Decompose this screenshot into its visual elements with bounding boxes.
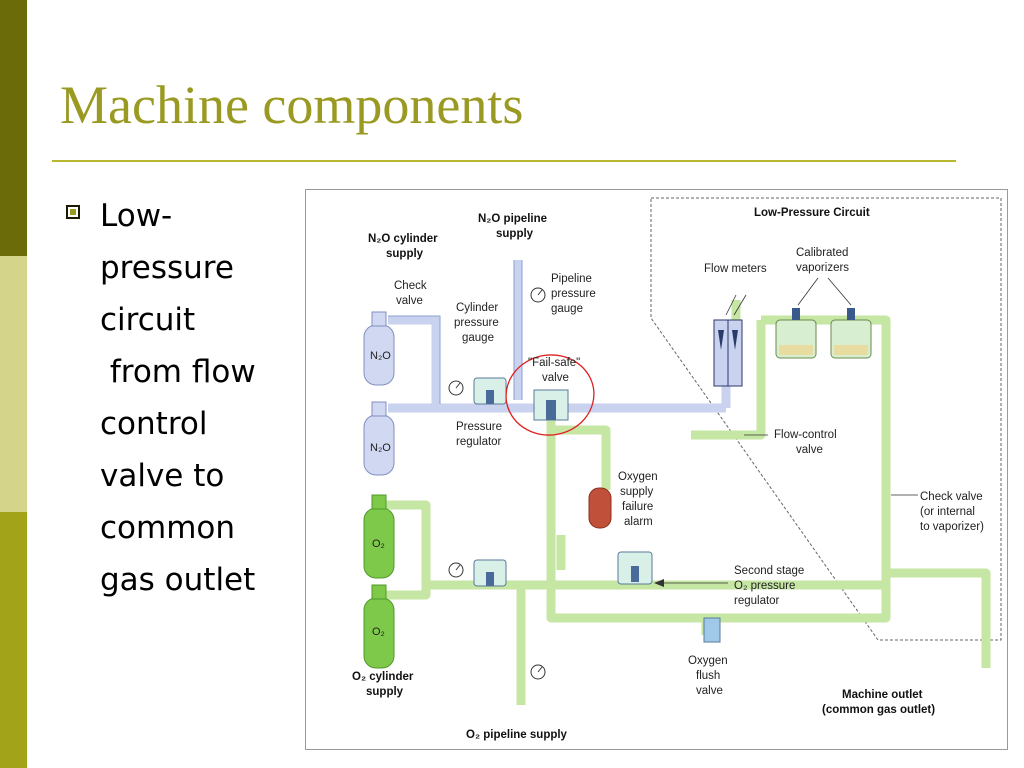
cylinder-label-n2o: N₂O [370,350,391,362]
oxygen-failure-alarm-icon [588,487,612,529]
pipeline-pressure-gauge-icon [530,287,546,303]
regulator-arrow-icon [654,579,664,587]
label-check-valve-vaporizer: Check valve [920,491,983,503]
bullet-line: from flow [100,354,256,390]
bullet-line: control [100,406,208,442]
label-cylinder-pressure-gauge: gauge [462,332,494,344]
n2o-cylinder-top [363,311,395,386]
label-oxygen-supply-failure-alarm: failure [622,501,653,513]
bullet-line: Low- [100,198,173,234]
bullet-line: common [100,510,236,546]
o2-cylinder-pressure-gauge-icon [448,562,464,578]
flow-meters-icon [713,319,743,387]
label-check-valve: valve [396,295,423,307]
label-oxygen-supply-failure-alarm: supply [620,486,653,498]
label-pipeline-pressure-gauge: Pipeline [551,273,592,285]
label-fail-safe-valve: "Fail-safe" [528,357,580,369]
slide-title: Machine components [60,75,524,135]
bullet-text: Low- pressure circuit from flow control … [100,190,300,606]
label-calibrated-vaporizers: vaporizers [796,262,849,274]
o2-cylinder-top [363,494,395,579]
label-flow-control-valve: valve [796,444,823,456]
label-pressure-regulator: Pressure [456,421,502,433]
label-oxygen-supply-failure-alarm: Oxygen [618,471,658,483]
label-o2-cylinder-supply: O₂ cylinder [352,671,414,683]
label-n2o-pipeline-supply: N₂O pipeline [478,213,547,225]
annotation-circle [505,354,595,436]
label-flow-control-valve: Flow-control [774,429,837,441]
cylinder-label-o2: O₂ [372,538,385,550]
n2o-pressure-regulator-icon [473,377,507,405]
low-pressure-circuit-boundary [650,197,1002,641]
label-machine-outlet: Machine outlet [842,689,923,701]
bullet-line: circuit [100,302,196,338]
o2-pipeline-pressure-gauge-icon [530,664,546,680]
label-oxygen-flush-valve: Oxygen [688,655,728,667]
label-pipeline-pressure-gauge: pressure [551,288,596,300]
sidebar-stripe [0,0,27,768]
label-low-pressure-circuit: Low-Pressure Circuit [754,207,870,219]
sidebar-segment-middle [0,256,27,512]
oxygen-flush-valve-icon [703,617,721,643]
cylinder-pressure-gauge-icon [448,380,464,396]
label-o2-pipeline-supply: O₂ pipeline supply [466,729,568,741]
bullet-line: valve to [100,458,225,494]
label-check-valve-vaporizer: (or internal [920,506,975,518]
label-pipeline-pressure-gauge: gauge [551,303,583,315]
label-flow-meters: Flow meters [704,263,767,275]
label-n2o-pipeline-supply: supply [496,228,534,240]
pipe-outlines [388,260,523,404]
label-oxygen-flush-valve: valve [696,685,723,697]
label-second-stage-regulator: Second stage [734,565,804,577]
schematic-svg: N₂O N₂O O₂ O₂ [352,197,1002,741]
label-fail-safe-valve: valve [542,372,569,384]
label-machine-outlet: (common gas outlet) [822,704,935,716]
label-check-valve: Check [394,280,427,292]
fail-safe-valve-icon [533,389,569,421]
calibrated-vaporizers-icon [775,308,872,359]
label-oxygen-flush-valve: flush [696,670,720,682]
label-pressure-regulator: regulator [456,436,502,448]
bullet-line: gas outlet [100,562,256,598]
anesthesia-machine-diagram: N₂O N₂O O₂ O₂ [305,189,1008,750]
label-second-stage-regulator: O₂ pressure [734,580,795,592]
o2-cylinder-bottom [363,584,395,669]
cylinder-label-n2o: N₂O [370,442,391,454]
label-o2-cylinder-supply: supply [366,686,404,698]
label-n2o-cylinder-supply: supply [386,248,424,260]
second-stage-regulator-icon [617,551,653,585]
sidebar-segment-top [0,0,27,256]
leader-lines [661,277,918,584]
bullet-line: pressure [100,250,234,286]
sidebar-segment-bottom [0,512,27,768]
title-divider [52,160,956,162]
label-n2o-cylinder-supply: N₂O cylinder [368,233,438,245]
n2o-cylinder-bottom [363,401,395,476]
label-second-stage-regulator: regulator [734,595,780,607]
label-check-valve-vaporizer: to vaporizer) [920,521,984,533]
label-calibrated-vaporizers: Calibrated [796,247,848,259]
o2-pressure-regulator-icon [473,559,507,587]
label-cylinder-pressure-gauge: pressure [454,317,499,329]
cylinder-label-o2: O₂ [372,626,385,638]
label-oxygen-supply-failure-alarm: alarm [624,516,653,528]
label-cylinder-pressure-gauge: Cylinder [456,302,498,314]
oxygen-pipes [386,300,991,705]
square-bullet-icon [66,205,80,219]
